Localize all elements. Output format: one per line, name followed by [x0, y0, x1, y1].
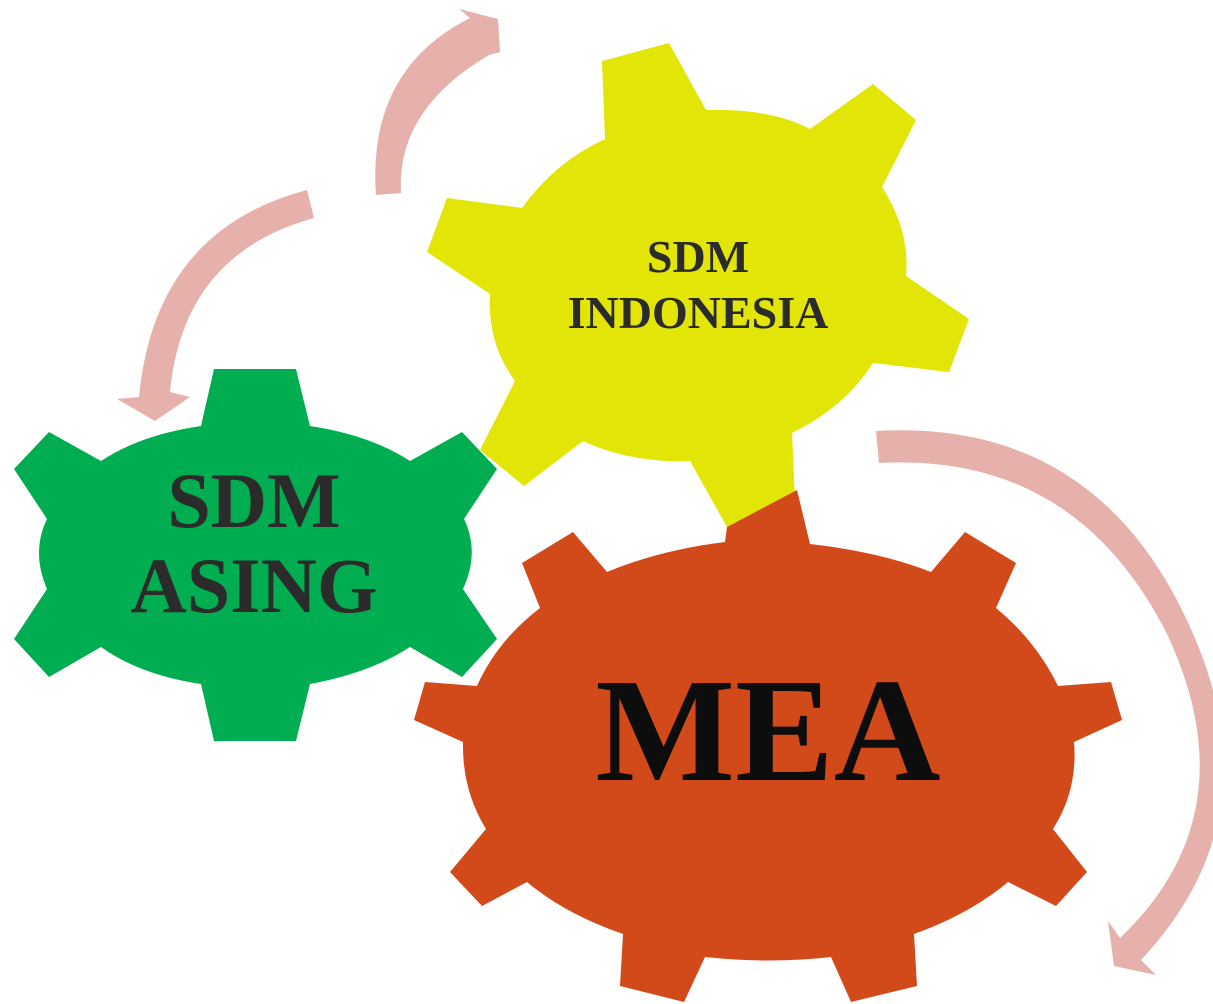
gear-sdm-asing	[14, 369, 497, 741]
arrow-indonesia-to-mea	[876, 430, 1213, 975]
sdm-indonesia-label-line: SDM	[647, 231, 749, 282]
gears-layer	[14, 43, 1122, 1002]
mea-label-line: MEA	[595, 649, 940, 813]
sdm-asing-label-line: ASING	[130, 542, 377, 629]
arrow-top-to-indonesia	[375, 9, 500, 195]
gear-sdm-indonesia	[427, 43, 969, 527]
arrow-indonesia-to-asing	[117, 190, 314, 421]
sdm-indonesia-label-line: INDONESIA	[568, 287, 829, 338]
gear-mea	[414, 490, 1122, 1002]
arrows-layer	[117, 9, 1213, 975]
sdm-asing-label-line: SDM	[167, 457, 340, 544]
label-mea: MEA	[595, 649, 940, 813]
